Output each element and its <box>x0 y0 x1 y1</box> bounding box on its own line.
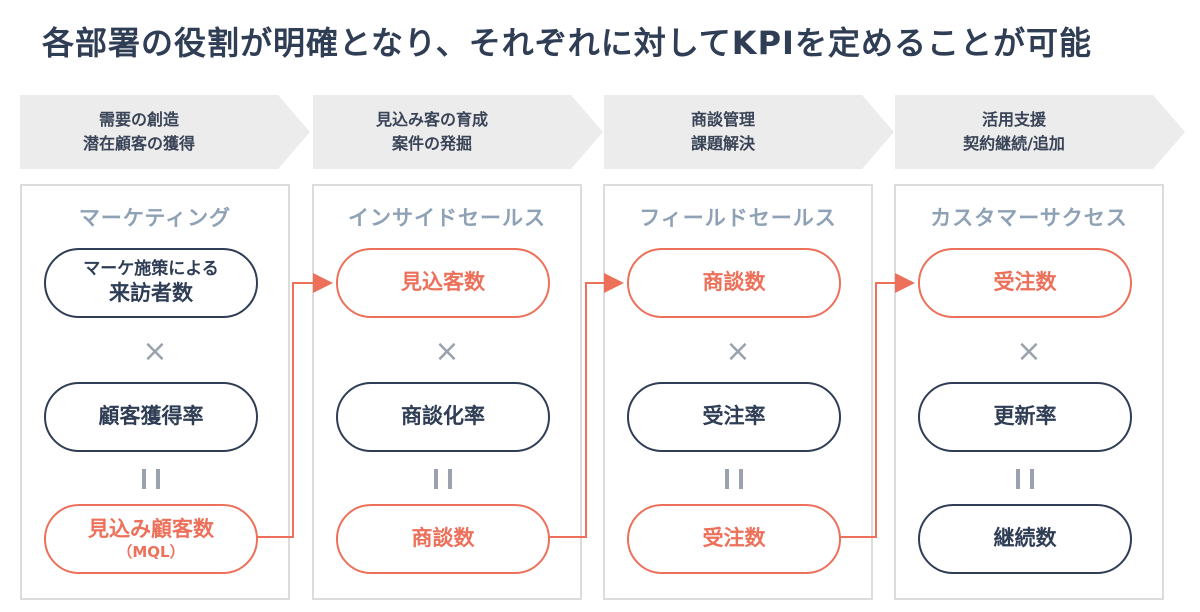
column-inside-sales: インサイドセールス 見込客数 × 商談化率 商談数 <box>312 184 582 600</box>
kpi-pill-middle: 商談化率 <box>336 382 550 452</box>
kpi-pill-top: 商談数 <box>627 248 841 318</box>
equals-operator-icon <box>1012 469 1038 495</box>
stage-chevron-nurture: 見込み客の育成 案件の発掘 <box>313 95 571 169</box>
stage-line-2: 課題解決 <box>690 134 755 153</box>
stage-line-1: 見込み客の育成 <box>375 110 488 129</box>
times-operator-icon: × <box>1016 334 1042 369</box>
equals-operator-icon <box>138 469 164 495</box>
column-title: マーケティング <box>78 206 232 230</box>
column-customer-success: カスタマーサクセス 受注数 × 更新率 継続数 <box>894 184 1164 600</box>
kpi-pill-top: 見込客数 <box>336 248 550 318</box>
stage-chevron-deal: 商談管理 課題解決 <box>604 95 862 169</box>
kpi-pill-top: マーケ施策による 来訪者数 <box>44 248 258 318</box>
equals-operator-icon <box>721 469 747 495</box>
stage-arrow-tip <box>278 95 310 169</box>
kpi-label: 更新率 <box>993 404 1057 429</box>
stage-arrow-tip <box>862 95 894 169</box>
kpi-label: 受注率 <box>702 404 766 429</box>
stage-chevron-demand: 需要の創造 潜在顧客の獲得 <box>20 95 278 169</box>
times-operator-icon: × <box>434 334 460 369</box>
column-marketing: マーケティング マーケ施策による 来訪者数 × 顧客獲得率 見込み顧客数 （MQ… <box>20 184 290 600</box>
stage-chevron-success: 活用支援 契約継続/追加 <box>895 95 1153 169</box>
page-title: 各部署の役割が明確となり、それぞれに対してKPIを定めることが可能 <box>42 24 1092 62</box>
kpi-label: 受注数 <box>993 270 1057 295</box>
kpi-label-line1: 見込み顧客数 <box>88 516 214 541</box>
kpi-label-line1: マーケ施策による <box>83 259 219 280</box>
kpi-label: 商談数 <box>411 526 475 551</box>
times-operator-icon: × <box>725 334 751 369</box>
kpi-label: 受注数 <box>702 526 766 551</box>
stage-line-1: 活用支援 <box>981 110 1046 129</box>
stage-line-2: 潜在顧客の獲得 <box>82 134 195 153</box>
kpi-label: 見込客数 <box>401 270 485 295</box>
kpi-pill-bottom: 継続数 <box>918 504 1132 574</box>
column-title: インサイドセールス <box>348 206 546 230</box>
kpi-pill-middle: 更新率 <box>918 382 1132 452</box>
stage-line-2: 案件の発掘 <box>391 134 472 153</box>
column-field-sales: フィールドセールス 商談数 × 受注率 受注数 <box>603 184 873 600</box>
kpi-pill-bottom: 受注数 <box>627 504 841 574</box>
stage-line-2: 契約継続/追加 <box>963 134 1065 153</box>
kpi-pill-top: 受注数 <box>918 248 1132 318</box>
kpi-label-line2: 来訪者数 <box>109 281 193 306</box>
kpi-label-line2: （MQL） <box>117 542 185 561</box>
kpi-label: 商談化率 <box>401 404 485 429</box>
kpi-label: 商談数 <box>702 270 766 295</box>
stage-arrow-tip <box>571 95 603 169</box>
kpi-pill-bottom: 商談数 <box>336 504 550 574</box>
stage-line-1: 商談管理 <box>690 110 755 129</box>
equals-operator-icon <box>430 469 456 495</box>
kpi-pill-bottom: 見込み顧客数 （MQL） <box>44 504 258 574</box>
stage-arrow-tip <box>1153 95 1185 169</box>
kpi-pill-middle: 受注率 <box>627 382 841 452</box>
column-title: カスタマーサクセス <box>930 206 1128 230</box>
kpi-pill-middle: 顧客獲得率 <box>44 382 258 452</box>
kpi-label: 継続数 <box>993 526 1057 551</box>
times-operator-icon: × <box>142 334 168 369</box>
stage-line-1: 需要の創造 <box>98 110 179 129</box>
kpi-label: 顧客獲得率 <box>98 404 204 429</box>
column-title: フィールドセールス <box>639 206 837 230</box>
